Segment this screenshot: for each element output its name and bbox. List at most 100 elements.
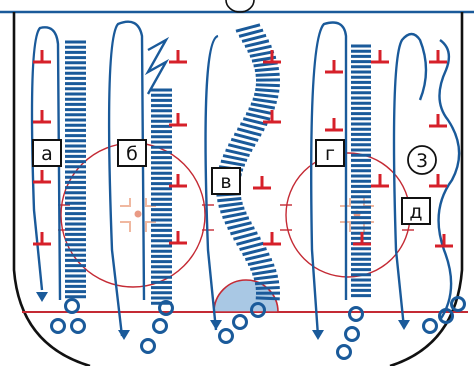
outer-boundary [12,12,464,366]
label-b: б [117,139,147,167]
rack-rung-v [220,159,246,167]
flow-ring [64,298,80,314]
hydrant-symbol [263,110,281,124]
label-g: г [315,139,345,167]
rings-layer [50,296,466,360]
rack-rung-v [238,28,264,38]
rack-rung-v [227,221,252,230]
hydrant-symbol [33,110,51,124]
red-circle-right [285,152,411,278]
flow-ring [232,314,248,330]
rack-rung-v [252,269,277,276]
flow-ring [152,318,168,334]
hydrant-symbol [33,232,51,246]
hydrant-symbol [263,232,281,246]
rack-rung-v [220,206,245,214]
rack-rung-v [255,296,280,301]
wavy-line-d [437,39,461,321]
rack-rung-v [252,97,277,105]
label-a: а [32,139,62,167]
zigzag-b [144,36,170,95]
hydrant-symbol [169,231,187,245]
hydrant-symbol [169,174,187,188]
rack-rung-v [224,216,250,225]
hydrant-symbol [169,113,187,127]
label-g-text: г [325,143,335,165]
hydrant-symbol [325,60,343,74]
hydrant-symbol [263,50,281,64]
crosshair-left [120,198,156,232]
rack-rung-v [235,23,261,33]
flow-path-d [392,32,428,329]
hydrant-symbol [429,114,447,128]
arrowhead [398,320,410,330]
flow-ring [450,296,466,312]
hydrant-symbol [371,50,389,64]
rack-rung-v [247,44,272,53]
rack-rung-v [217,196,242,203]
hydrant-symbol [371,174,389,188]
rack-rung-v [218,201,243,208]
hydrants-layer [33,50,453,248]
label-a-text: а [41,143,53,165]
dome-shape [213,279,279,313]
hydrant-symbol [429,174,447,188]
rack-rung-v [254,280,280,286]
rack-rung-v [230,226,255,236]
rack-rung-v [222,211,247,220]
hydrant-symbol [353,232,371,246]
flow-ring [158,300,174,316]
hydrant-symbol [253,176,271,190]
rack-rung-v [253,274,279,281]
rack-rung-v [236,127,262,137]
rack-rung-v [249,263,275,271]
rack-rung-v [239,122,265,132]
flow-ring [218,328,234,344]
rack-rung-v [230,137,256,147]
rack-rung-v [242,247,267,257]
rack-rung-v [249,50,275,58]
label-d-text: д [409,201,422,223]
flow-ring [344,326,360,342]
rack-rung-v [255,83,280,88]
flow-ring [438,308,454,324]
hydrant-symbol [33,170,51,184]
arrowhead [312,330,324,340]
arrowhead [210,320,222,330]
label-v-text: в [220,171,231,193]
rack-rung-v [254,67,279,73]
rack-rung-v [255,88,280,93]
rack-rung-v [254,92,279,99]
flow-ring [250,302,266,318]
hydrant-symbol [169,50,187,64]
flow-path-b [107,20,146,337]
hydrant-symbol [325,118,343,132]
flow-ring [70,318,86,334]
hydrant-symbol [33,50,51,64]
rack-rung-v [250,102,276,110]
flow-path-v [204,34,219,331]
zone-number: 3 [407,145,437,175]
rack-rung-v [233,231,258,241]
hydrant-symbol [435,234,453,248]
zone-number-text: 3 [416,150,428,172]
rack-rung-v [241,33,267,43]
rack-rung-v [247,257,273,267]
rack-rung-v [233,132,259,142]
rack-rung-v [239,241,264,252]
flow-paths-layer [30,20,461,340]
flow-ring [348,306,364,322]
rack-rung-v [242,117,268,127]
label-b-text: б [126,143,138,165]
hydrant-symbol [429,50,447,64]
top-circle-fragment [225,0,255,13]
rack-rung-v [245,112,271,121]
flow-ring [336,344,352,360]
rack-rung-v [248,107,273,116]
rack-rung-v [255,285,280,291]
label-v: в [211,167,241,195]
arrowhead [118,330,130,340]
rack-rung-v [222,154,248,162]
flow-ring [422,318,438,334]
